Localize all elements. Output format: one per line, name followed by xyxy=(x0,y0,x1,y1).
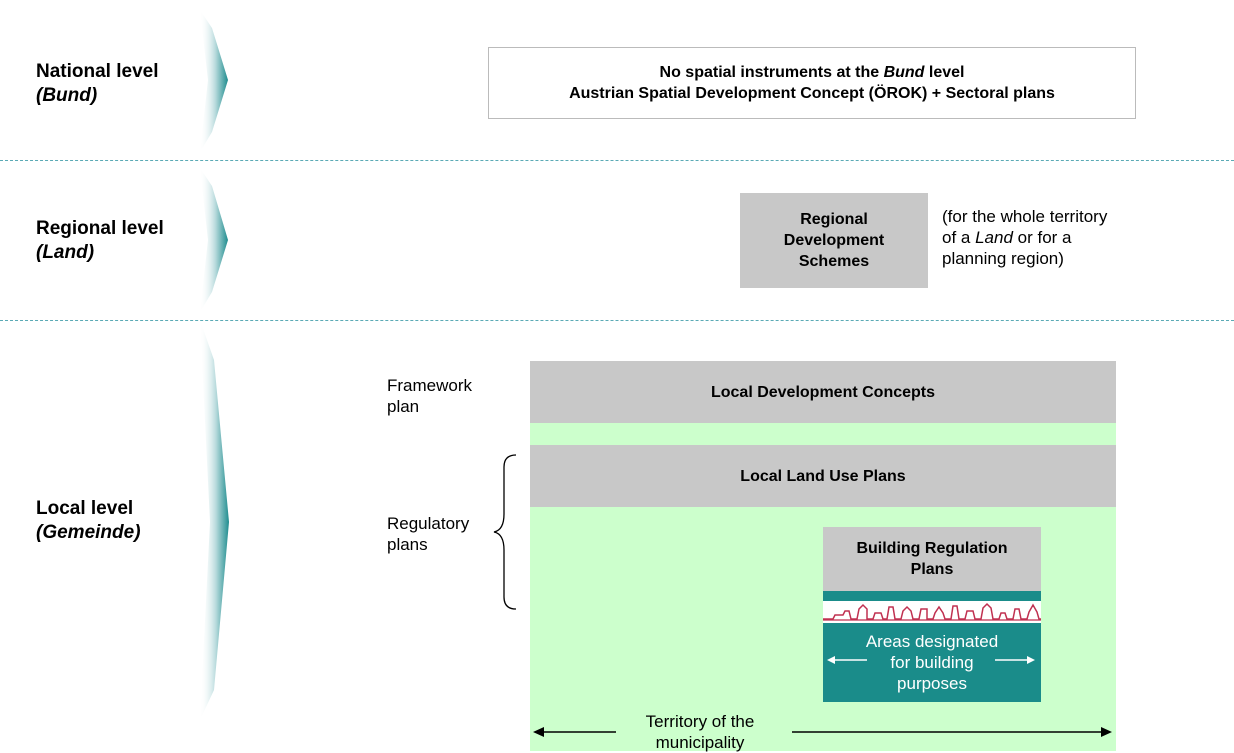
local-development-concepts-box: Local Development Concepts xyxy=(530,361,1116,423)
local-level-title: Local level xyxy=(36,498,134,519)
framework-plan-label: Framework plan xyxy=(387,376,473,416)
separator-regional-local xyxy=(0,320,1234,321)
building-regulation-plans-box: Building Regulation Plans xyxy=(823,527,1041,591)
regional-level-label: Regional level (Land) xyxy=(36,217,164,265)
regulatory-plans-label: Regulatory plans xyxy=(387,514,470,554)
territory-label: Territory of the municipality xyxy=(645,712,755,752)
national-instruments-box: No spatial instruments at the Bund level… xyxy=(488,47,1136,119)
local-land-use-plans-box: Local Land Use Plans xyxy=(530,445,1116,507)
local-level-label: Local level (Gemeinde) xyxy=(36,497,141,545)
brp-teal-strip xyxy=(823,591,1041,601)
national-chevron xyxy=(200,10,228,152)
regulatory-brace-icon xyxy=(493,454,517,610)
regional-development-schemes-box: Regional Development Schemes xyxy=(740,193,928,288)
building-areas-box: Areas designated for building purposes xyxy=(823,623,1041,702)
skyline-icon xyxy=(823,601,1041,623)
national-box-line2: Austrian Spatial Development Concept (ÖR… xyxy=(569,85,1055,102)
building-area-arrows xyxy=(827,656,1035,664)
regional-note: (for the whole territory of a Land or fo… xyxy=(942,207,1108,268)
national-level-title: National level xyxy=(36,61,159,82)
regional-level-sub: (Land) xyxy=(36,242,95,263)
regional-level-title: Regional level xyxy=(36,218,164,239)
local-chevron xyxy=(200,320,229,720)
local-level-sub: (Gemeinde) xyxy=(36,522,141,543)
territory-arrows xyxy=(533,727,1112,737)
national-level-label: National level (Bund) xyxy=(36,60,159,108)
regional-chevron xyxy=(200,168,228,312)
national-box-line1: No spatial instruments at the Bund level xyxy=(659,64,965,81)
level-chevrons xyxy=(200,10,229,720)
national-level-sub: (Bund) xyxy=(36,85,98,106)
separator-national-regional xyxy=(0,160,1234,161)
